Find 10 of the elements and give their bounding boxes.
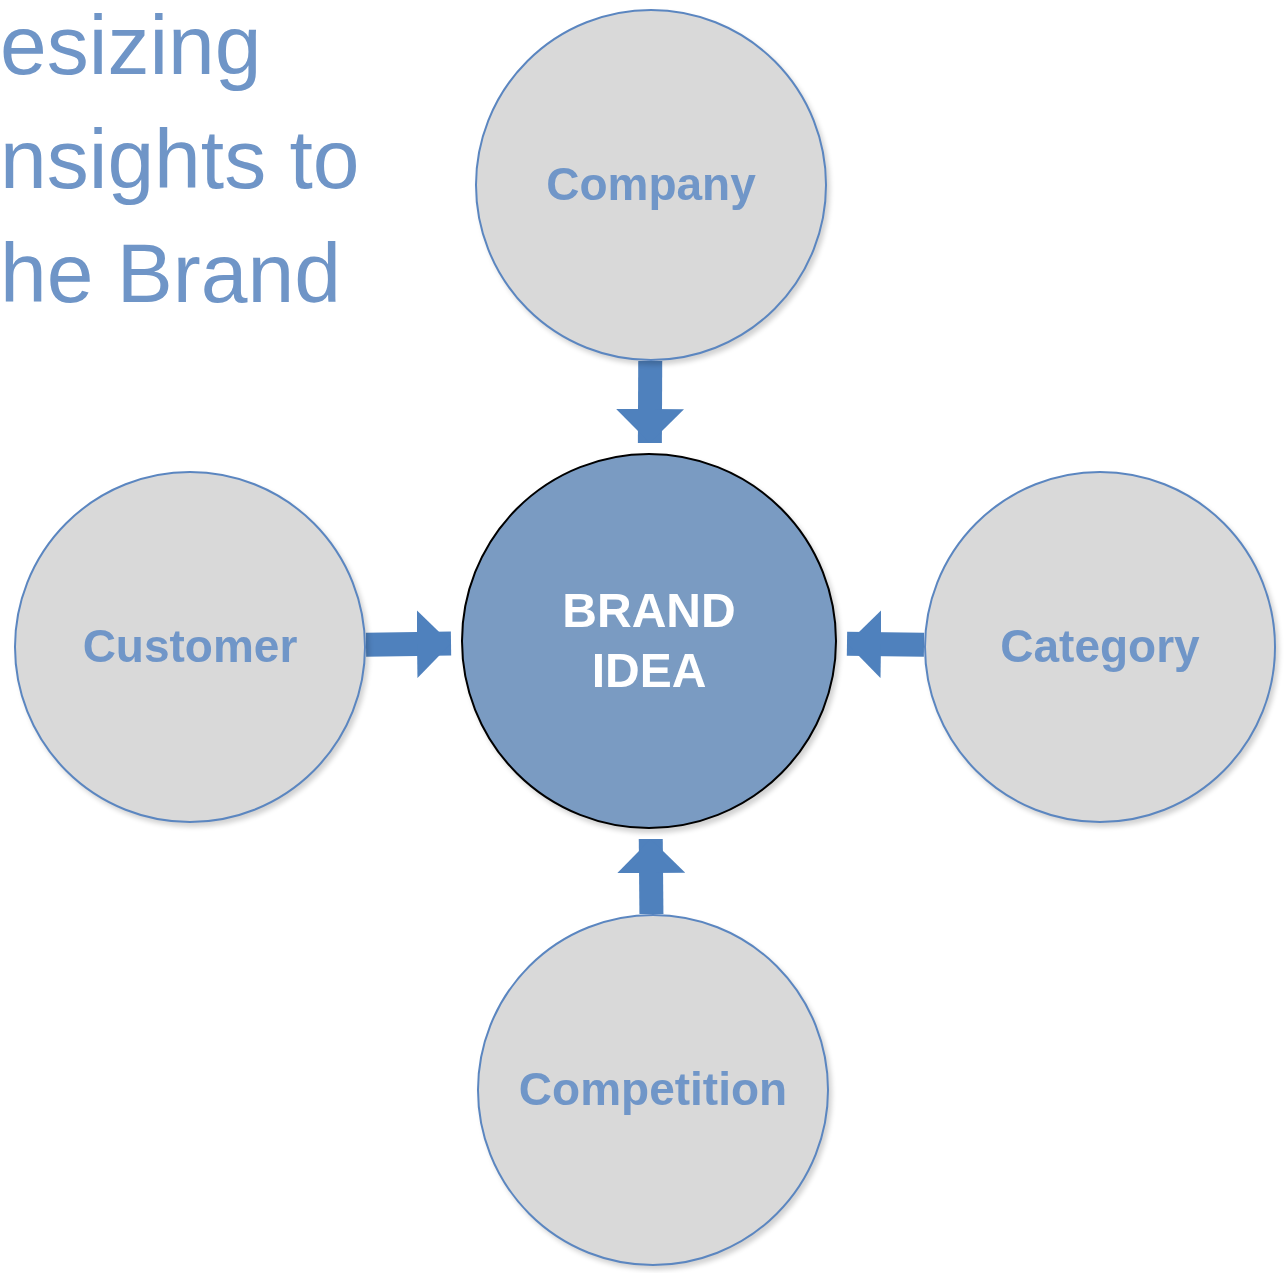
title: esizing nsights to he Brand <box>0 0 361 322</box>
node-label: Company <box>546 157 756 213</box>
block-arrow <box>846 610 925 679</box>
node-label: Customer <box>82 619 298 675</box>
block-arrow <box>616 360 684 444</box>
block-arrow <box>365 610 452 679</box>
node-label: Competition <box>518 1062 788 1118</box>
node-label: BRAND IDEA <box>561 583 737 699</box>
node-label: Category <box>1000 619 1200 675</box>
block-arrow <box>617 838 686 915</box>
